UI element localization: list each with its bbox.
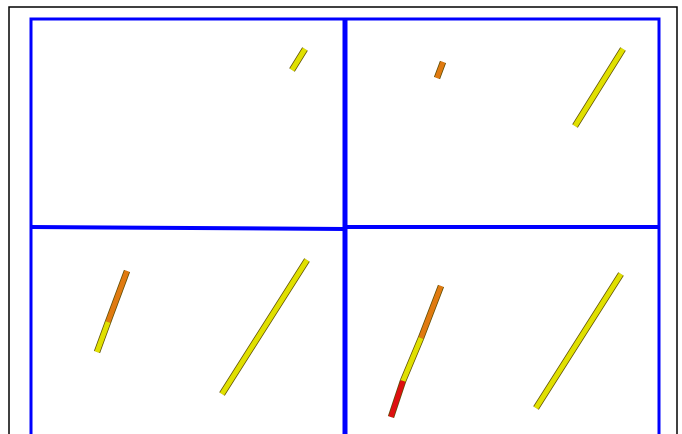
rod-yellow-top-right [575, 49, 623, 126]
rod-yellow-bottom-right [403, 338, 421, 381]
rod-yellow-long-bottom-right [536, 274, 621, 408]
rod-yellow-long-bottom-left [222, 260, 307, 394]
rods-layer [97, 49, 623, 417]
rod-yellow-top-left [292, 49, 305, 70]
rod-red-bottom-right [391, 381, 403, 417]
rod-orange-bottom-right [421, 286, 441, 338]
rod-orange-bottom-left [108, 271, 127, 322]
rod-yellow-bottom-left [97, 322, 108, 352]
grid-horizontal-divider-left [31, 227, 345, 229]
rod-orange-top-right [437, 62, 443, 78]
